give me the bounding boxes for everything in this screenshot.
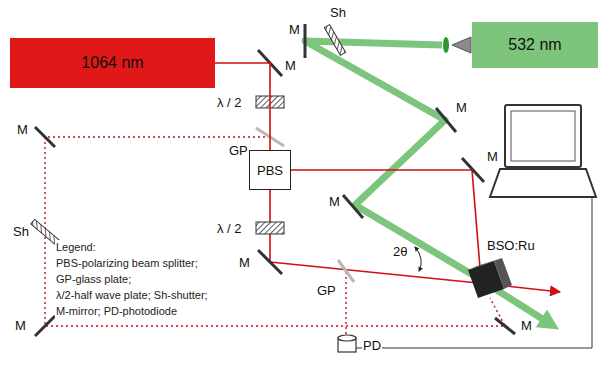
legend-line: λ/2-half wave plate; Sh-shutter; bbox=[55, 288, 209, 302]
photodiode-beam bbox=[345, 272, 346, 336]
crystal-label: BSO:Ru bbox=[486, 238, 536, 253]
mirror-label: M bbox=[455, 100, 468, 115]
mirror bbox=[35, 316, 55, 336]
plate-label: λ / 2 bbox=[216, 221, 243, 236]
laser-box: 1064 nm bbox=[10, 38, 215, 88]
beam-splitter-box: PBS bbox=[249, 150, 291, 190]
legend-line: PBS-polarizing beam splitter; bbox=[55, 256, 199, 270]
objective-lens bbox=[452, 37, 471, 53]
glass-plate-label: GP bbox=[228, 143, 249, 158]
half-wave-plate bbox=[256, 222, 284, 234]
angle-label: 2θ bbox=[392, 244, 408, 259]
shutter bbox=[324, 25, 345, 56]
legend-line: GP-glass plate; bbox=[55, 272, 132, 286]
legend-line: M-mirror; PD-photodiode bbox=[55, 304, 178, 318]
laptop bbox=[490, 169, 596, 197]
photodiode-label: PD bbox=[362, 338, 382, 353]
shutter-label: Sh bbox=[329, 5, 347, 20]
mirror bbox=[35, 127, 55, 147]
mirror-label: M bbox=[328, 194, 341, 209]
crystal bbox=[468, 258, 502, 270]
node-label: 532 nm bbox=[508, 36, 561, 54]
mirror-label: M bbox=[16, 122, 29, 137]
mirror bbox=[343, 195, 363, 218]
angle-arc bbox=[415, 247, 421, 271]
glass-plate-label: GP bbox=[316, 283, 337, 298]
mirror bbox=[436, 108, 456, 132]
glass-plate bbox=[338, 260, 354, 282]
plate-label: λ / 2 bbox=[216, 95, 243, 110]
legend-title: Legend: bbox=[55, 240, 97, 254]
laptop-screen bbox=[511, 111, 575, 161]
mirror bbox=[258, 250, 282, 274]
mirror bbox=[462, 158, 484, 182]
signal-wire bbox=[356, 198, 592, 348]
laser-box: 532 nm bbox=[472, 22, 598, 68]
photodiode bbox=[338, 335, 356, 341]
mirror-label: M bbox=[288, 22, 301, 37]
laser-beam bbox=[215, 63, 270, 150]
node-label: 1064 nm bbox=[81, 54, 143, 72]
mirror-label: M bbox=[520, 318, 533, 333]
mirror bbox=[495, 318, 515, 334]
crystal bbox=[494, 258, 512, 289]
mirror bbox=[304, 24, 307, 58]
mirror-label: M bbox=[486, 149, 499, 164]
red-beam bbox=[291, 170, 480, 268]
lens bbox=[443, 37, 449, 53]
mirror-label: M bbox=[238, 255, 251, 270]
reference-beam bbox=[45, 137, 505, 326]
mirror-label: M bbox=[14, 318, 27, 333]
red-beam bbox=[270, 262, 560, 292]
node-label: PBS bbox=[257, 163, 283, 178]
shutter-label: Sh bbox=[12, 224, 30, 239]
laptop bbox=[505, 105, 581, 167]
mirror-label: M bbox=[284, 58, 297, 73]
